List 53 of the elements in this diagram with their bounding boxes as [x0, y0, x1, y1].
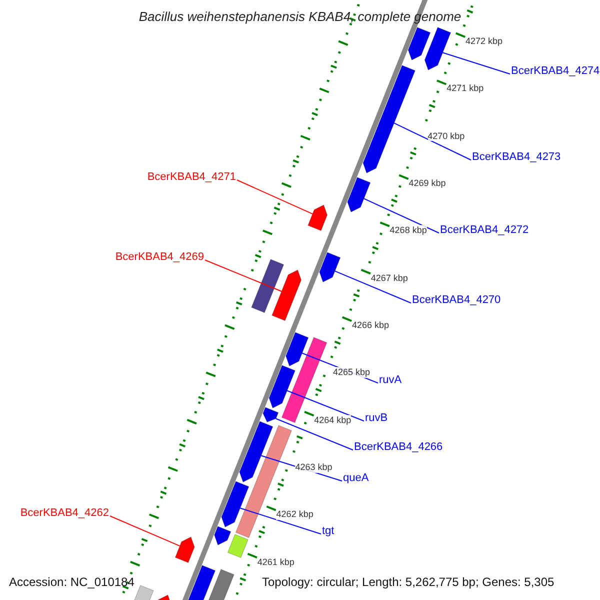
gene-label: BcerKBAB4_4274 [511, 65, 600, 78]
gene-block [286, 332, 309, 366]
leader-line [240, 508, 322, 534]
title: Bacillus weihenstephanensis KBAB4, complete genome [138, 9, 462, 25]
leader-line [363, 198, 440, 234]
gene-block [268, 365, 296, 408]
feature-bar [227, 534, 248, 558]
genome-summary: Topology: circular; Length: 5,262,775 bp; Genes: 5,305 [262, 575, 554, 590]
gene-block [347, 177, 371, 212]
scale-label: 4268 kbp [390, 225, 427, 236]
scale-label: 4264 kbp [314, 414, 352, 426]
gene-label: BcerKBAB4_4272 [440, 224, 529, 238]
scale-label: 4261 kbp [257, 556, 294, 568]
scale-label: 4266 kbp [352, 320, 390, 331]
gene-block [308, 204, 328, 231]
gene-block [408, 27, 431, 60]
gene-block [424, 27, 452, 70]
gene-label: BcerKBAB4_4270 [412, 294, 501, 308]
feature-bar [251, 259, 284, 313]
gene-label: ruvB [365, 412, 388, 426]
scale-label: 4267 kbp [370, 272, 408, 284]
scale-label: 4269 kbp [408, 178, 446, 189]
gene-block [272, 270, 302, 321]
leader-line [204, 260, 282, 292]
leader-line [442, 52, 510, 74]
gene-block [221, 481, 250, 528]
gene-label: BcerKBAB4_4269 [115, 251, 204, 264]
scale-label: 4263 kbp [295, 462, 332, 473]
accession-label: Accession: NC_010184 [9, 575, 134, 590]
gene-label: BcerKBAB4_4266 [354, 441, 443, 454]
scale-label: 4272 kbp [466, 36, 503, 47]
gene-label: tgt [322, 525, 334, 538]
scale-label: 4271 kbp [446, 83, 484, 94]
gene-label: BcerKBAB4_4262 [20, 507, 109, 520]
leader-line [334, 270, 412, 304]
scale-label: 4270 kbp [428, 130, 465, 142]
scale-label: 4262 kbp [276, 509, 314, 520]
scale-label: 4265 kbp [333, 367, 370, 378]
leader-line [394, 122, 472, 160]
gene-label: BcerKBAB4_4273 [472, 151, 561, 164]
gene-block [262, 407, 279, 422]
gene-label: ruvA [379, 374, 402, 388]
leader-line [275, 418, 354, 450]
gene-block [174, 536, 195, 563]
leader-line [286, 390, 364, 422]
leader-line [110, 516, 180, 546]
gene-label: BcerKBAB4_4271 [147, 171, 236, 184]
gene-block [362, 65, 416, 174]
gene-block [319, 252, 341, 282]
gene-label: queA [343, 472, 369, 486]
leader-line [236, 180, 314, 214]
gene-block [214, 526, 232, 546]
gene-block [239, 421, 274, 482]
